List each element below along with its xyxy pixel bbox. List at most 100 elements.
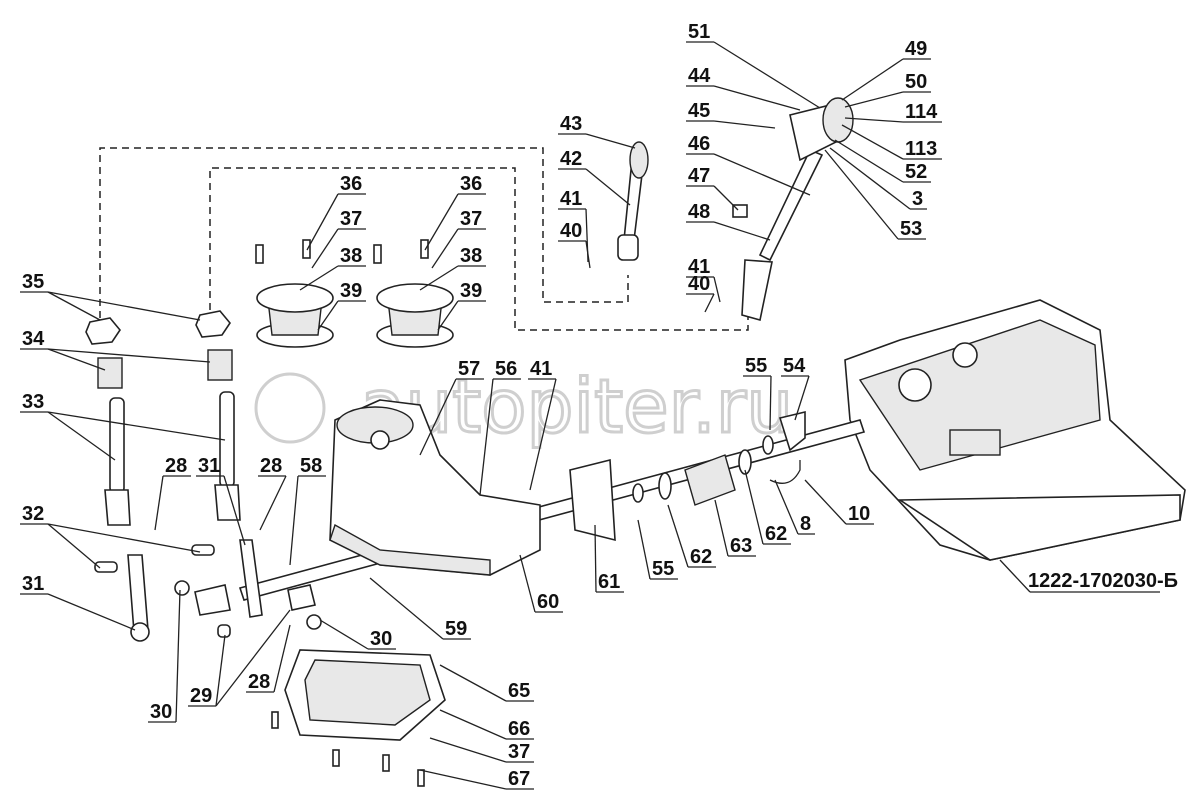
callout-labels: 5149501141135235344454647484140434241403… <box>22 21 938 790</box>
spring-and-washers <box>569 410 806 542</box>
leader-line <box>154 475 164 531</box>
leader-line <box>844 91 904 108</box>
leader-line <box>223 475 246 546</box>
callout-41: 41 <box>530 358 552 380</box>
leader-line <box>704 293 715 313</box>
gearshift-lever <box>617 97 854 321</box>
callout-58: 58 <box>300 455 322 477</box>
callout-40: 40 <box>688 273 710 295</box>
callout-40: 40 <box>560 220 582 242</box>
callout-29: 29 <box>190 685 212 707</box>
callout-38: 38 <box>460 245 482 267</box>
leader-line <box>289 475 299 566</box>
leader-line <box>419 378 457 456</box>
leader-line <box>713 276 721 303</box>
leader-line <box>47 593 136 631</box>
callout-67: 67 <box>508 768 530 790</box>
leader-line <box>585 240 591 269</box>
leader-line <box>519 554 536 613</box>
leader-line <box>319 619 369 650</box>
leader-line <box>713 153 811 196</box>
leader-line <box>369 577 444 640</box>
callout-54: 54 <box>783 355 806 377</box>
callout-63: 63 <box>730 535 752 557</box>
leader-line <box>713 185 739 211</box>
callout-30: 30 <box>150 701 172 723</box>
bottom-cover <box>271 649 446 787</box>
leader-line <box>769 375 772 431</box>
callout-39: 39 <box>460 280 482 302</box>
callout-32: 32 <box>22 503 44 525</box>
callout-56: 56 <box>495 358 517 380</box>
callout-35: 35 <box>22 271 44 293</box>
callout-50: 50 <box>905 71 927 93</box>
leader-line <box>637 519 651 580</box>
callout-28: 28 <box>165 455 187 477</box>
callout-36: 36 <box>460 173 482 195</box>
callout-43: 43 <box>560 113 582 135</box>
callout-30: 30 <box>370 628 392 650</box>
callout-8: 8 <box>800 513 811 535</box>
callout-41: 41 <box>688 256 710 278</box>
callout-45: 45 <box>688 100 710 122</box>
gearshift-housing <box>329 399 541 576</box>
callout-41: 41 <box>560 188 582 210</box>
callout-42: 42 <box>560 148 582 170</box>
leader-line <box>47 523 101 569</box>
leader-line <box>299 265 339 291</box>
leader-line <box>47 523 201 553</box>
leader-line <box>529 378 557 491</box>
leader-line <box>714 499 729 557</box>
leader-line <box>47 348 106 371</box>
leader-line <box>47 291 101 321</box>
leader-line <box>47 291 201 321</box>
leader-line <box>259 475 287 531</box>
leader-line <box>585 168 631 206</box>
leader-line <box>713 221 771 241</box>
callout-46: 46 <box>688 133 710 155</box>
levers <box>94 391 322 642</box>
leader-line <box>841 58 904 101</box>
leader-line <box>439 664 507 702</box>
leader-line <box>47 348 211 363</box>
leader-line <box>419 769 507 790</box>
callout-65: 65 <box>508 680 530 702</box>
callout-55: 55 <box>652 558 674 580</box>
callout-37: 37 <box>508 741 530 763</box>
nuts-and-springs <box>85 310 233 389</box>
callout-31: 31 <box>198 455 220 477</box>
callout-62: 62 <box>690 546 712 568</box>
leader-line <box>175 589 181 723</box>
callout-59: 59 <box>445 618 467 640</box>
leader-line <box>594 524 597 593</box>
leader-line <box>419 265 459 291</box>
leader-line <box>437 300 459 331</box>
callout-61: 61 <box>598 571 620 593</box>
callout-44: 44 <box>688 65 711 87</box>
leader-lines <box>20 41 942 790</box>
callout-10: 10 <box>848 503 870 525</box>
callout-51: 51 <box>688 21 710 43</box>
transmission-housing <box>844 299 1186 561</box>
leader-line <box>824 149 899 240</box>
callout-47: 47 <box>688 165 710 187</box>
callout-49: 49 <box>905 38 927 60</box>
leader-line <box>804 479 847 525</box>
leader-line <box>424 193 459 251</box>
leader-line <box>47 411 226 441</box>
callout-113: 113 <box>905 138 937 160</box>
leader-line <box>844 117 904 123</box>
callout-36: 36 <box>340 173 362 195</box>
callout-52: 52 <box>905 161 927 183</box>
leader-line <box>431 228 459 269</box>
callout-62: 62 <box>765 523 787 545</box>
leader-line <box>215 609 291 707</box>
callout-114: 114 <box>905 101 938 123</box>
callout-34: 34 <box>22 328 45 350</box>
linkage-dashed-line-1 <box>99 147 629 318</box>
leader-line <box>429 737 507 763</box>
callout-55: 55 <box>745 355 767 377</box>
callout-28: 28 <box>260 455 282 477</box>
